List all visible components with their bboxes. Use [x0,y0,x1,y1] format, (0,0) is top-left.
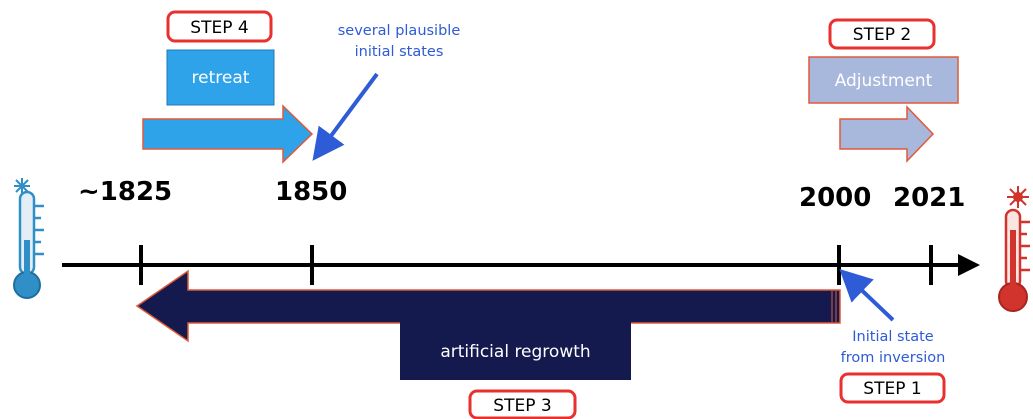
step1-badge [839,372,946,404]
adjustment-label: Adjustment [835,71,933,91]
year-label-2000: 2000 [799,183,871,213]
inversion-pointer-arrow [839,268,895,322]
cold-thermometer-icon [13,178,44,299]
year-label-1825: ~1825 [78,177,172,207]
step4-badge [166,10,273,43]
step2-label: STEP 2 [853,25,911,45]
regrowth-box [400,321,631,380]
year-label-2021: 2021 [893,183,965,213]
timeline-arrowhead [958,254,980,276]
initial-states-note-line1: several plausible [338,23,461,39]
step2-badge [828,18,936,50]
step3-label: STEP 3 [493,396,551,416]
adjustment-arrow [839,105,935,163]
hot-thermometer-icon [998,186,1030,312]
inversion-note-line1: Initial state [852,329,934,345]
inversion-note-line2: from inversion [841,350,946,366]
adjustment-box [808,56,959,104]
initial-states-note-line2: initial states [355,44,444,60]
regrowth-label: artificial regrowth [440,342,590,362]
year-label-1850: 1850 [275,177,347,207]
retreat-box [166,49,275,106]
regrowth-arrow [135,269,841,343]
step3-badge [468,389,577,419]
initial-states-pointer-arrow [312,72,379,161]
retreat-label: retreat [192,68,250,88]
retreat-arrow [142,104,314,164]
step1-label: STEP 1 [863,379,921,399]
step4-label: STEP 4 [190,18,248,38]
